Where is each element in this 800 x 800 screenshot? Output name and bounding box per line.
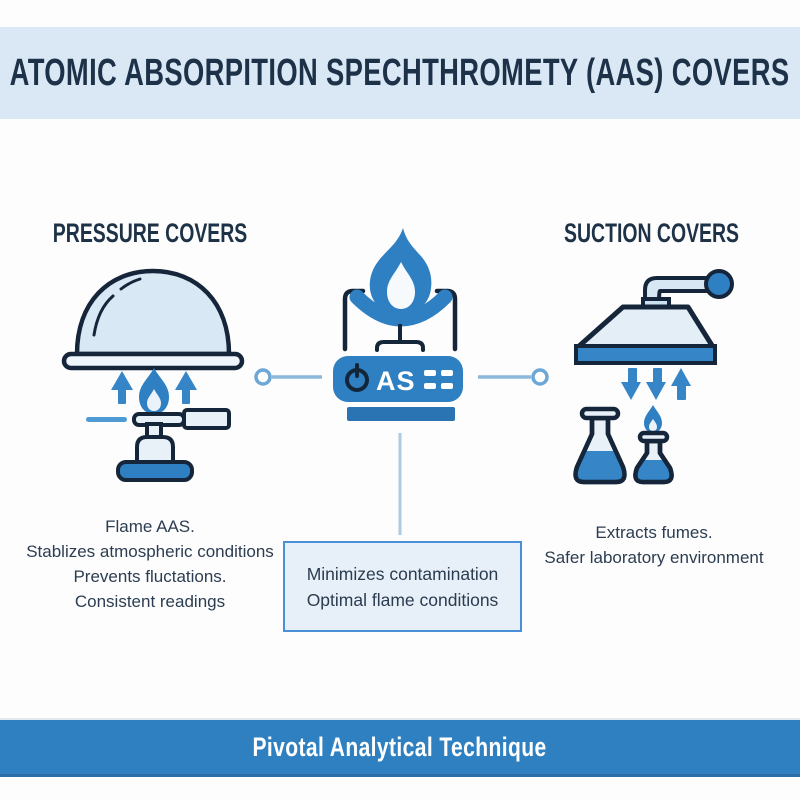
connector-node-icon (531, 368, 549, 386)
aas-device-illustration: AS (333, 228, 463, 535)
cradle-stand (375, 340, 425, 352)
down-arrow-icon (621, 368, 641, 400)
up-arrow-icon (671, 368, 691, 400)
flame-inner (147, 389, 161, 411)
fume-hood-icon (575, 304, 716, 350)
flame-inner (649, 419, 657, 431)
suction-section-heading: SUCTION COVERS (564, 218, 740, 248)
left-connector (254, 368, 322, 386)
device-base (347, 407, 455, 421)
caption-line: Consistent readings (74, 592, 226, 611)
center-callout-box: Minimizes contamination Optimal flame co… (283, 541, 522, 632)
dome-cover-burner-illustration (61, 268, 245, 482)
dome-highlight (92, 294, 115, 337)
footer-banner-text: Pivotal Analytical Technique (252, 731, 548, 762)
flame-inner (387, 262, 415, 309)
pressure-caption: Flame AAS. Stablizes atmospheric conditi… (8, 514, 292, 614)
callout-line: Optimal flame conditions (306, 589, 499, 610)
fume-hood-illustration (573, 269, 734, 485)
flask-icon (573, 406, 627, 485)
callout-line: Minimizes contamination (306, 563, 499, 584)
flask-icon (633, 430, 674, 485)
up-arrow-icon (111, 371, 133, 404)
power-icon (345, 363, 369, 392)
footer-banner: Pivotal Analytical Technique (0, 718, 800, 777)
caption-line: Stablizes atmospheric conditions (26, 542, 274, 561)
right-connector (478, 368, 549, 386)
illustration-layer: AS (61, 228, 734, 535)
hood-band (574, 344, 717, 365)
exhaust-outlet-icon (704, 269, 734, 299)
connector-node-icon (254, 368, 272, 386)
down-arrow-icon (646, 368, 666, 400)
title-band: ATOMIC ABSORPITION SPECHTHROMETY (AAS) C… (0, 27, 800, 119)
vent-dots-icon (424, 370, 453, 389)
dome-cover-icon (74, 268, 232, 357)
caption-line: Flame AAS. (105, 517, 195, 536)
device-label: AS (376, 366, 416, 396)
caption-line: Safer laboratory environment (544, 548, 764, 567)
gas-line-dash (86, 417, 127, 422)
burner-cradle (349, 289, 453, 327)
device-panel (333, 356, 463, 402)
flask-liquid (635, 460, 672, 482)
page-title: ATOMIC ABSORPITION SPECHTHROMETY (AAS) C… (10, 51, 790, 94)
pressure-section-heading: PRESSURE COVERS (52, 218, 248, 248)
caption-line: Prevents fluctations. (73, 567, 227, 586)
flask-liquid (575, 451, 625, 482)
up-arrow-icon (175, 371, 197, 404)
dome-rim (61, 351, 245, 371)
suction-caption: Extracts fumes. Safer laboratory environ… (520, 520, 788, 570)
caption-line: Extracts fumes. (595, 523, 713, 542)
dome-highlight (119, 277, 142, 291)
bunsen-burner-icon (116, 408, 231, 482)
